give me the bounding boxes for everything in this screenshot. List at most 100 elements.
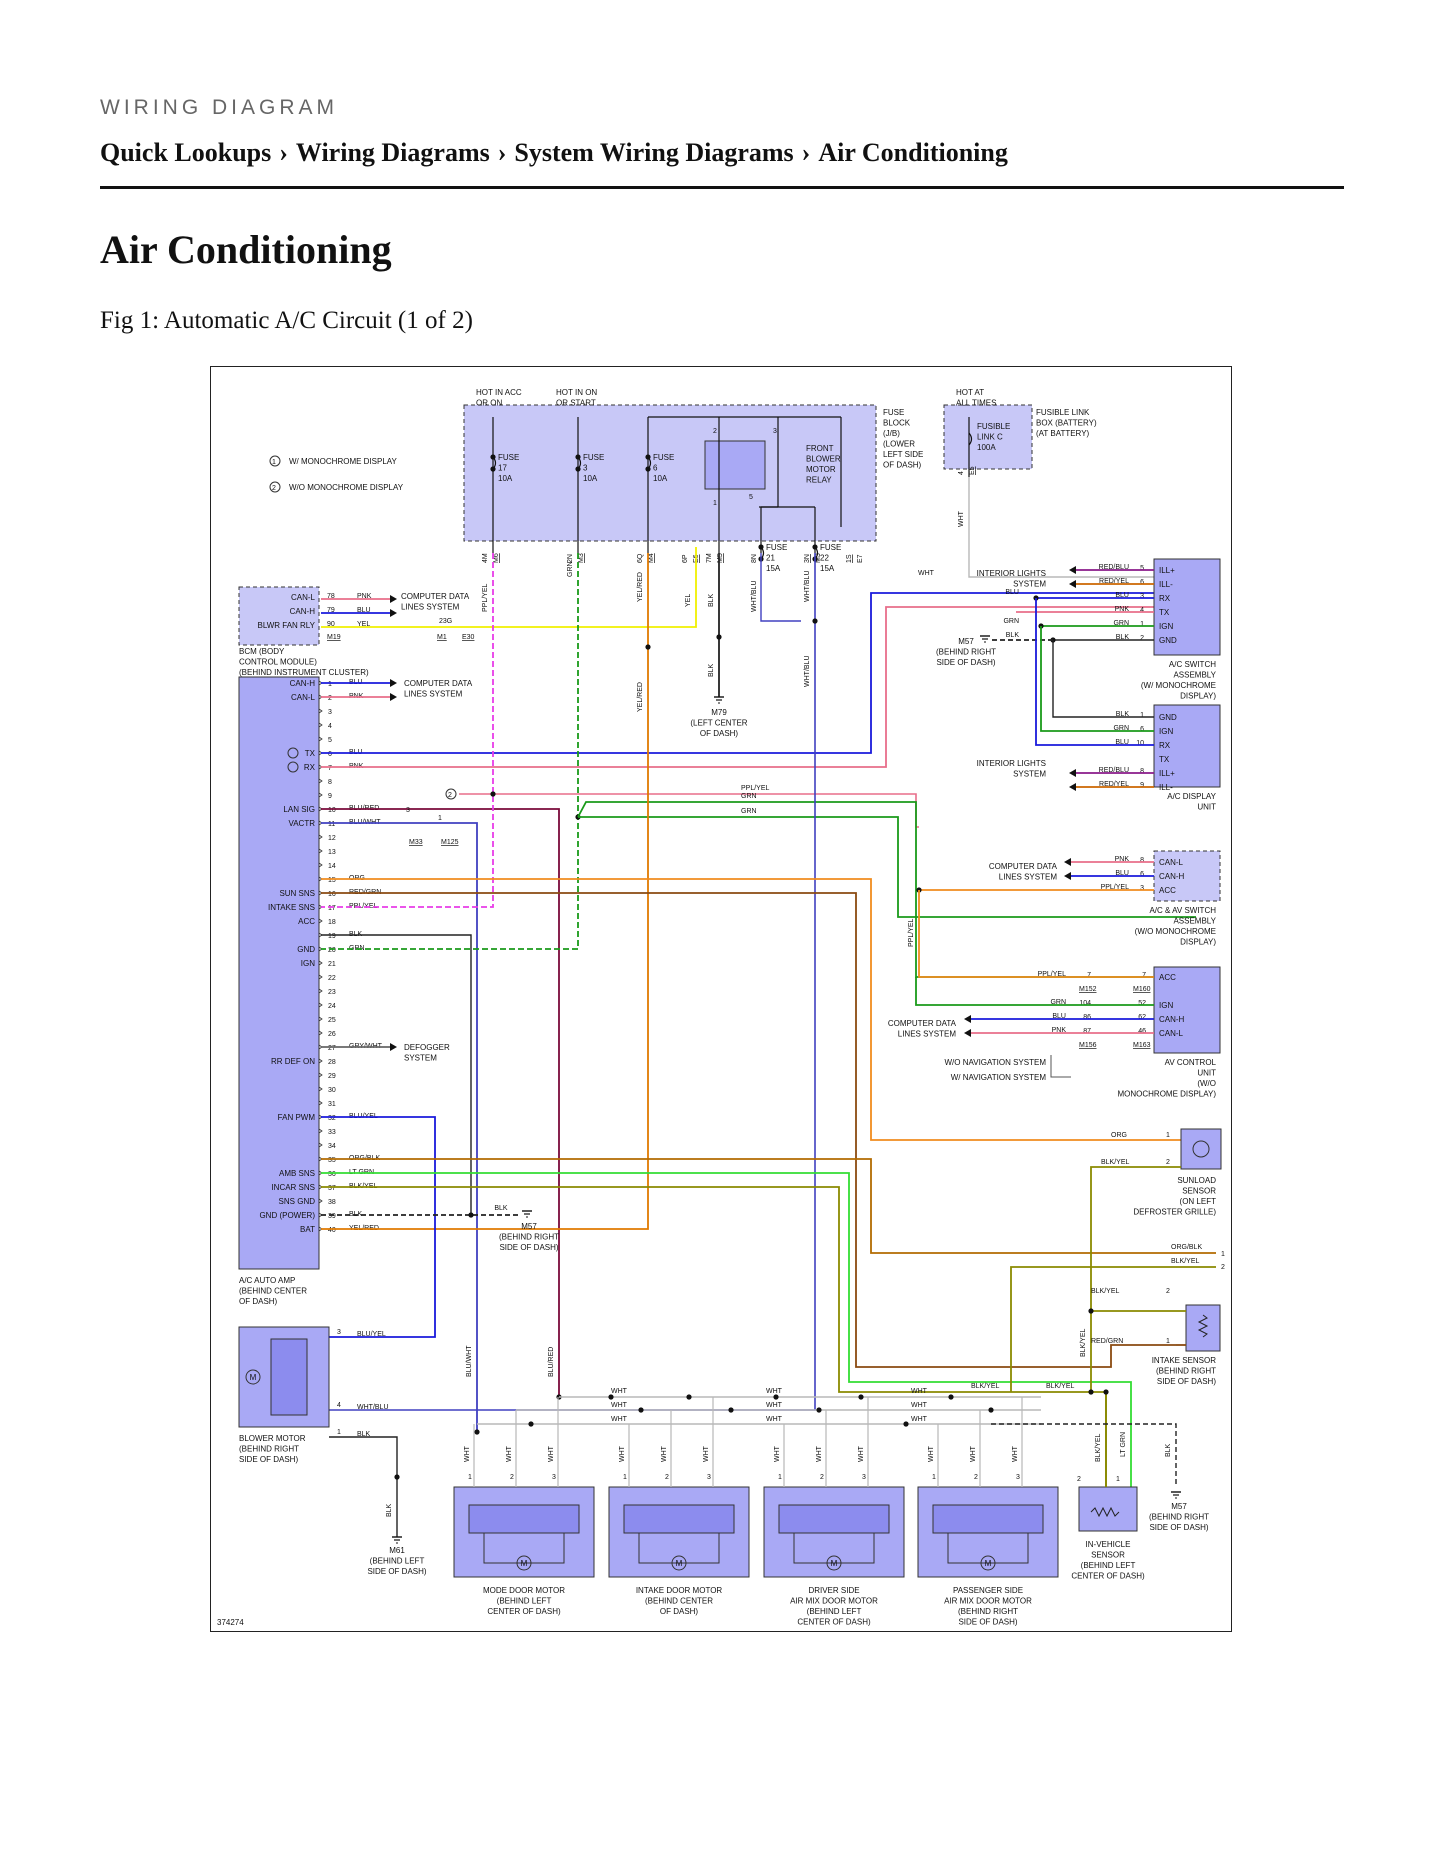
amp-pin: 10 [328, 807, 336, 814]
fuse-terminal [758, 544, 764, 550]
wire [329, 1436, 398, 1537]
in-vehicle-sensor-pin: 1 [1116, 1476, 1120, 1483]
hot-label: OR ON [476, 399, 502, 408]
amp-pin-terminal [318, 792, 323, 798]
amp-pin-label: IGN [301, 959, 315, 968]
motor-symbol: M [521, 1559, 528, 1568]
motor-icon [980, 1555, 996, 1571]
switch-pin-label: ILL+ [1159, 566, 1175, 575]
amp-pin-terminal [318, 974, 323, 980]
fusible-link-label: 100A [977, 443, 996, 452]
connector-label: 8N [751, 554, 758, 563]
connector-label: M1 [437, 634, 447, 641]
motor-pin: 3 [862, 1474, 866, 1481]
wire-color-label: WHT [548, 1445, 555, 1462]
motor-icon [671, 1555, 687, 1571]
wire-color-label: WHT [766, 1416, 783, 1423]
wire-color-label: LT GRN [1120, 1432, 1127, 1457]
amp-pin-terminal [318, 918, 323, 924]
amp-pin: 14 [328, 863, 336, 870]
amp-pin: 31 [328, 1101, 336, 1108]
display-caption: A/C DISPLAY [1167, 792, 1216, 801]
connector-label: 23G [439, 618, 452, 625]
wire-color-label: YEL [357, 621, 370, 628]
arrow-icon [390, 595, 397, 603]
fusible-box-label: (AT BATTERY) [1036, 429, 1090, 438]
switch-pin: 1 [1140, 621, 1144, 628]
label-text: 15A [820, 564, 835, 573]
page-title: Air Conditioning [100, 227, 392, 272]
defogger-label: DEFOGGER [404, 1043, 450, 1052]
wire-color-label: PNK [357, 593, 372, 600]
av-control-pin-label: CAN-L [1159, 1029, 1184, 1038]
cds-label: COMPUTER DATA [989, 862, 1058, 871]
amp-pin: 3 [328, 709, 332, 716]
av-control-pin: 87 [1083, 1028, 1091, 1035]
switch-pin-label: IGN [1159, 622, 1173, 631]
fuse-block-label: OF DASH) [883, 461, 922, 470]
ground-label: (BEHIND LEFT [370, 1557, 425, 1566]
amp-pin: 17 [328, 905, 336, 912]
amp-pin-label: RX [304, 763, 316, 772]
amp-pin-terminal [318, 778, 323, 784]
connector-label: E30 [462, 634, 475, 641]
breadcrumb-wiring-diagrams[interactable]: Wiring Diagrams [295, 138, 490, 167]
amp-pin-terminal [318, 862, 323, 868]
av-switch-pin-label: CAN-H [1159, 872, 1185, 881]
wire-color-label: WHT [928, 1445, 935, 1462]
amp-pin-terminal [318, 708, 323, 714]
door-motor-caption: (BEHIND LEFT [807, 1607, 862, 1616]
label-text: 6 [653, 464, 658, 473]
door-motor-inner [932, 1504, 1044, 1534]
wire-color-label: WHT/BLU [357, 1404, 389, 1411]
amp-pin: 23 [328, 989, 336, 996]
bcm-pin-label: CAN-H [290, 607, 316, 616]
arrow-icon [1064, 858, 1071, 866]
display-pin: 9 [1140, 782, 1144, 789]
fuse-terminal [645, 454, 651, 460]
breadcrumb-separator: › [279, 138, 288, 167]
breadcrumb-system-wiring-diagrams[interactable]: System Wiring Diagrams [514, 138, 794, 167]
interior-lights-label: SYSTEM [1013, 770, 1046, 779]
amp-caption: (BEHIND CENTER [239, 1287, 307, 1296]
amp-pin-terminal [318, 722, 323, 728]
wire-color-label: WHT [911, 1388, 928, 1395]
wire [321, 553, 649, 1230]
wire-color-label: WHT [958, 510, 965, 527]
wire [968, 477, 1196, 578]
ground-label: (BEHIND RIGHT [936, 648, 996, 657]
blower-pin: 3 [337, 1329, 341, 1336]
cds-label: COMPUTER DATA [404, 679, 473, 688]
defogger-label: SYSTEM [404, 1054, 437, 1063]
amp-pin: 19 [328, 933, 336, 940]
switch-pin: 4 [1140, 607, 1144, 614]
connector-label: 3N [804, 554, 811, 563]
blower-caption: BLOWER MOTOR [239, 1434, 306, 1443]
av-control-pin-label: IGN [1159, 1001, 1173, 1010]
connector-label: M152 [1079, 986, 1097, 993]
switch-caption: (W/ MONOCHROME [1141, 681, 1216, 690]
breadcrumb-separator: › [497, 138, 507, 167]
cds-label: COMPUTER DATA [888, 1019, 957, 1028]
breadcrumb-quick-lookups[interactable]: Quick Lookups [100, 138, 272, 167]
display-pin-label: ILL+ [1159, 769, 1175, 778]
splice-dot [903, 1421, 909, 1427]
label-text: FUSE [498, 453, 519, 462]
av-control-pin-label: CAN-H [1159, 1015, 1185, 1024]
splice-dot [948, 1394, 954, 1400]
amp-pin: 5 [328, 737, 332, 744]
amp-pin: 38 [328, 1199, 336, 1206]
fuse-block-label: (LOWER [883, 440, 915, 449]
wire-color-label: BLK/YEL [1171, 1258, 1200, 1265]
av-switch-caption: ASSEMBLY [1173, 917, 1216, 926]
fusible-box-label: BOX (BATTERY) [1036, 419, 1097, 428]
breadcrumb-air-conditioning[interactable]: Air Conditioning [818, 138, 1008, 167]
motor-symbol: M [831, 1559, 838, 1568]
wire-color-label: WHT [911, 1402, 928, 1409]
wire-color-label: RED/BLU [1099, 564, 1129, 571]
wire-color-label: BLK/YEL [1046, 1383, 1075, 1390]
ground-label: M57 [1171, 1502, 1187, 1511]
cds-label: COMPUTER DATA [401, 592, 470, 601]
wire-color-label: BLK/YEL [1080, 1328, 1087, 1357]
circled-2-icon [445, 788, 457, 800]
